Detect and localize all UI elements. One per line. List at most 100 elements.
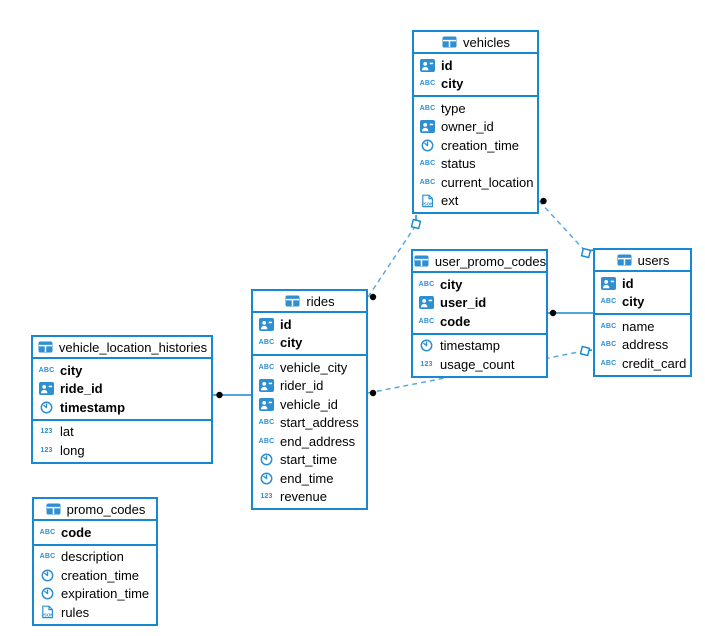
relation-user_promo_codes-users[interactable] (548, 309, 593, 317)
column-label: city (280, 335, 303, 351)
column-label: city (622, 294, 645, 310)
text-icon: ABC (600, 322, 617, 330)
column-rides-vehicle_id[interactable]: vehicle_id (253, 395, 366, 414)
text-icon: ABC (419, 80, 436, 88)
column-users-address[interactable]: ABC address (595, 336, 690, 355)
table-header-rides[interactable]: rides (253, 291, 366, 313)
table-icon (413, 255, 430, 267)
text-icon: ABC (418, 317, 435, 325)
column-users-id[interactable]: id (595, 274, 690, 293)
column-label: code (61, 524, 92, 540)
column-label: start_address (280, 415, 359, 431)
table-header-vehicle_location_histories[interactable]: vehicle_location_histories (33, 337, 211, 359)
column-label: type (441, 100, 466, 116)
column-promo_codes-creation_time[interactable]: creation_time (34, 566, 156, 585)
relation-line (538, 200, 587, 253)
svg-text:JSON: JSON (422, 201, 434, 206)
timestamp-icon (419, 139, 436, 152)
column-vehicles-creation_time[interactable]: creation_time (414, 136, 537, 155)
relation-vehicle_location_histories-rides[interactable] (213, 391, 251, 399)
text-icon: ABC (600, 359, 617, 367)
table-icon (284, 295, 301, 307)
text-icon: ABC (600, 341, 617, 349)
column-user_promo_codes-timestamp[interactable]: timestamp (413, 337, 546, 356)
column-rides-id[interactable]: id (253, 315, 366, 334)
column-label: owner_id (441, 119, 494, 135)
number-icon: 123 (420, 360, 433, 368)
text-icon: ABC (419, 160, 436, 168)
column-rides-rider_id[interactable]: rider_id (253, 377, 366, 396)
column-label: lat (60, 424, 74, 440)
column-users-city[interactable]: ABC city (595, 293, 690, 312)
text-icon: ABC (419, 104, 436, 112)
column-vehicles-city[interactable]: ABC city (414, 75, 537, 94)
timestamp-icon (258, 453, 275, 466)
column-vehicle_location_histories-lat[interactable]: 123 lat (33, 423, 211, 442)
uuid-icon (419, 58, 436, 72)
column-label: id (280, 316, 292, 332)
relation-child-anchor (540, 197, 547, 205)
relation-child-anchor (216, 391, 223, 399)
column-label: creation_time (61, 567, 140, 583)
table-title: vehicles (463, 34, 510, 50)
column-label: ride_id (60, 381, 103, 397)
column-vehicle_location_histories-timestamp[interactable]: timestamp (33, 398, 211, 417)
timestamp-icon (418, 339, 435, 352)
column-label: city (441, 76, 464, 92)
column-rides-start_time[interactable]: start_time (253, 451, 366, 470)
number-icon: 123 (260, 493, 273, 501)
column-vehicles-type[interactable]: ABC type (414, 99, 537, 118)
text-icon: ABC (600, 298, 617, 306)
uuid-icon (600, 276, 617, 290)
number-icon: 123 (40, 428, 53, 436)
column-user_promo_codes-user_id[interactable]: user_id (413, 294, 546, 313)
table-header-vehicles[interactable]: vehicles (414, 32, 537, 54)
timestamp-icon (38, 401, 55, 414)
text-icon: ABC (419, 178, 436, 186)
column-rides-end_time[interactable]: end_time (253, 469, 366, 488)
table-header-promo_codes[interactable]: promo_codes (34, 499, 156, 521)
svg-text:JSON: JSON (42, 613, 54, 618)
column-label: description (61, 549, 124, 565)
column-vehicle_location_histories-ride_id[interactable]: ride_id (33, 380, 211, 399)
table-header-user_promo_codes[interactable]: user_promo_codes (413, 251, 546, 273)
column-label: end_time (280, 470, 334, 486)
table-icon (441, 36, 458, 48)
column-promo_codes-expiration_time[interactable]: expiration_time (34, 585, 156, 604)
uuid-icon (258, 317, 275, 331)
column-vehicles-owner_id[interactable]: owner_id (414, 118, 537, 137)
column-label: address (622, 337, 669, 353)
table-header-users[interactable]: users (595, 250, 690, 272)
column-vehicles-id[interactable]: id (414, 56, 537, 75)
